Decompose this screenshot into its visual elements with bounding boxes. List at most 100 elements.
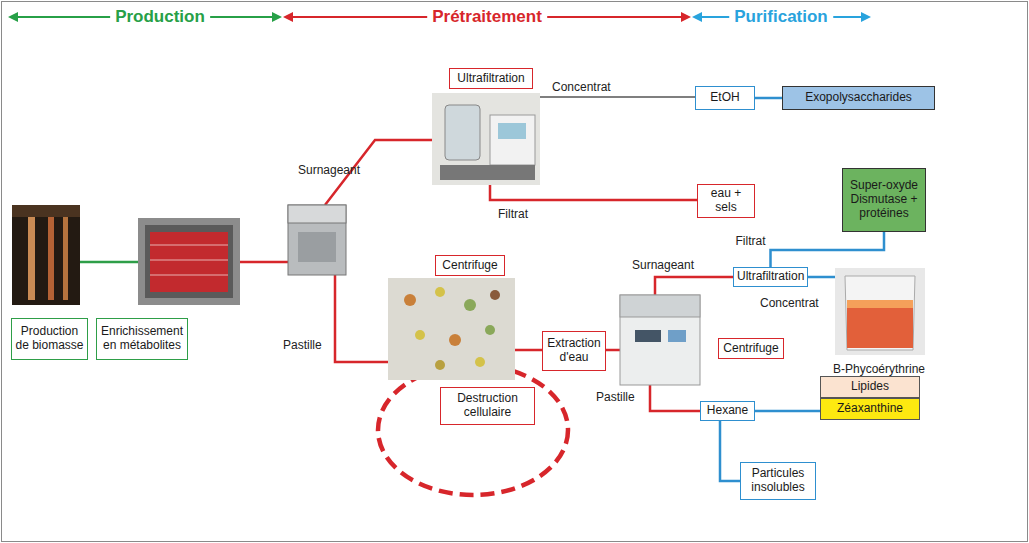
- static-lines-part: [240, 261, 288, 264]
- enrichment-photo-part: [150, 245, 228, 246]
- enrichment-photo-part: [145, 225, 233, 298]
- residue-box: Particules insolubles: [740, 462, 816, 500]
- static-lines-part: [655, 277, 740, 295]
- petri-dish-photo-part: [404, 294, 416, 306]
- phase-heading: Production: [110, 7, 210, 27]
- product-label: B-Phycoérythrine: [833, 362, 925, 376]
- node-text: Hexane: [704, 404, 751, 418]
- node-text: Lipides: [824, 380, 916, 394]
- beaker-photo-part: [847, 300, 913, 348]
- petri-dish-photo-part: [435, 287, 445, 297]
- node-text: Super-oxyde Dismutase + protéines: [846, 179, 922, 220]
- node-text: Extraction d'eau: [546, 337, 602, 365]
- phase-arrows-part: [681, 12, 691, 22]
- beaker-photo-part: [845, 276, 915, 350]
- node-text: Enrichissement en métabolites: [100, 325, 184, 353]
- ultrafiltration-photo-part: [432, 93, 540, 185]
- petri-dish-photo-part: [475, 357, 485, 367]
- flow-label: Pastille: [596, 390, 635, 404]
- process-box: Ultrafiltration: [733, 267, 808, 287]
- biomass-photo-part: [63, 212, 68, 300]
- petri-dish-photo-part: [464, 299, 476, 311]
- flow-label: Pastille: [283, 338, 322, 352]
- ultrafiltration-photo-part: [498, 123, 526, 139]
- node-text: EtOH: [699, 91, 751, 105]
- solvent-box: EtOH: [695, 86, 755, 110]
- process-box: Centrifuge: [435, 255, 505, 276]
- centrifuge-photo: [620, 295, 700, 385]
- process-box: Ultrafiltration: [449, 68, 533, 89]
- petri-dish-photo: [388, 278, 515, 380]
- product-box: Lipides: [820, 376, 920, 398]
- biomass-photo-part: [48, 212, 54, 300]
- stage-box: Enrichissement en métabolites: [96, 318, 188, 360]
- petri-dish-photo-part: [490, 290, 500, 300]
- static-lines-part: [650, 385, 705, 411]
- phase-heading: Prétraitement: [427, 7, 547, 27]
- node-text: Ultrafiltration: [737, 270, 804, 284]
- static-lines: [80, 97, 836, 411]
- phase-arrows-part: [283, 12, 293, 22]
- centrifuge-photo-part: [635, 330, 661, 342]
- separator-machine-photo: [288, 205, 346, 275]
- product-box: Exopolysaccharides: [782, 86, 935, 110]
- stage-box: Production de biomasse: [11, 318, 88, 360]
- enrichment-photo: [138, 218, 240, 305]
- node-text: Destruction cellulaire: [444, 392, 531, 420]
- petri-dish-photo-part: [449, 334, 461, 346]
- ultrafiltration-photo-part: [440, 165, 535, 180]
- centrifuge-photo-part: [620, 295, 700, 317]
- static-lines-part: [540, 96, 702, 98]
- separator-machine-photo-part: [288, 205, 346, 275]
- node-text: Exopolysaccharides: [786, 91, 931, 105]
- petri-dish-photo-part: [415, 330, 425, 340]
- process-box: Extraction d'eau: [542, 331, 606, 371]
- enrichment-photo-part: [138, 218, 240, 305]
- phase-arrows-part: [861, 12, 871, 22]
- beaker-photo: [835, 268, 925, 355]
- petri-dish-photo-part: [388, 278, 515, 380]
- flow-connector: [771, 232, 885, 267]
- ultrafiltration-photo: [432, 93, 540, 185]
- node-text: Centrifuge: [439, 259, 501, 273]
- product-box: Zéaxanthine: [820, 398, 920, 420]
- beaker-photo-part: [847, 300, 913, 308]
- phase-arrows-part: [8, 12, 18, 22]
- flow-label: Filtrat: [498, 207, 528, 221]
- phase-heading: Purification: [729, 7, 833, 27]
- phase-arrows-part: [272, 12, 282, 22]
- centrifuge-photo-part: [668, 330, 686, 342]
- solvent-box: Hexane: [700, 401, 755, 421]
- centrifuge-photo-part: [620, 295, 700, 385]
- flow-label: Concentrat: [552, 80, 611, 94]
- product-box: Super-oxyde Dismutase + protéines: [842, 168, 926, 232]
- static-lines-part: [80, 261, 138, 264]
- phase-arrows-part: [692, 12, 702, 22]
- flow-connector: [720, 421, 740, 481]
- node-text: Particules insolubles: [744, 467, 812, 495]
- node-text: Centrifuge: [722, 342, 780, 356]
- process-box: Centrifuge: [718, 338, 784, 359]
- flow-label: Surnageant: [632, 258, 694, 272]
- flow-label: Filtrat: [736, 234, 766, 248]
- biomass-photo-part: [12, 205, 80, 217]
- node-text: Ultrafiltration: [453, 72, 529, 86]
- petri-dish-photo-part: [485, 325, 495, 335]
- biomass-photo-part: [12, 205, 80, 305]
- cell-lysis-loop: [378, 365, 568, 495]
- waste-box: eau + sels: [697, 184, 755, 218]
- beaker-photo-part: [835, 268, 925, 355]
- separator-machine-photo-part: [298, 232, 336, 262]
- static-lines-part: [335, 275, 390, 362]
- biomass-photo: [12, 205, 80, 305]
- biomass-photo-part: [28, 212, 35, 300]
- node-text: Production de biomasse: [15, 325, 84, 353]
- ultrafiltration-photo-part: [445, 105, 480, 160]
- node-text: Zéaxanthine: [824, 402, 916, 416]
- node-text: eau + sels: [701, 187, 751, 215]
- flow-label: Surnageant: [298, 163, 360, 177]
- petri-dish-photo-part: [435, 360, 445, 370]
- enrichment-photo-part: [150, 275, 228, 276]
- process-box: Destruction cellulaire: [440, 387, 535, 425]
